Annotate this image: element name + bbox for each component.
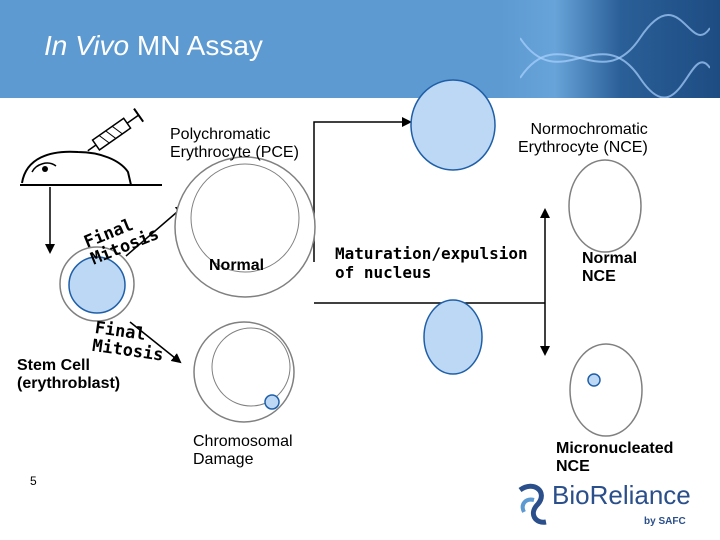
chromosomal-damage-label: Chromosomal Damage (193, 433, 293, 468)
bioreliance-emblem-icon (518, 483, 547, 525)
arrow-to-nce-top (313, 117, 412, 262)
arrow-stem-to-damaged-pce (129, 321, 182, 364)
logo-wordmark: BioReliance (552, 480, 691, 510)
maturation-label: Maturation/expulsion of nucleus (335, 244, 528, 282)
expelled-nucleus (410, 79, 496, 171)
mouse-with-syringe-icon (20, 108, 162, 186)
stem-cell-label: Stem Cell (erythroblast) (17, 357, 121, 392)
normal-nce-label: Normal NCE (582, 250, 638, 285)
nce-normal-cell (568, 159, 642, 253)
logo-subtext: by SAFC (644, 516, 686, 527)
bioreliance-logo: BioReliance by SAFC (516, 480, 706, 532)
expelled-nucleus-2 (423, 299, 483, 375)
page-number: 5 (30, 474, 37, 488)
pce-label: Polychromatic Erythrocyte (PCE) (170, 126, 299, 161)
page-title: In Vivo MN Assay (44, 30, 263, 61)
normal-label: Normal (209, 257, 265, 274)
pce-normal-cell (174, 156, 316, 298)
arrow-stem-to-pce (125, 204, 186, 257)
header-banner: In Vivo MN Assay (0, 0, 720, 98)
stem-cell (59, 246, 135, 322)
nce-label: Normochromatic Erythrocyte (NCE) (518, 121, 648, 156)
dna-helix-icon (520, 14, 710, 98)
nce-micronucleated-cell (569, 343, 643, 437)
pce-damaged-cell (193, 321, 295, 423)
micronucleated-nce-label: Micronucleated NCE (556, 440, 674, 475)
